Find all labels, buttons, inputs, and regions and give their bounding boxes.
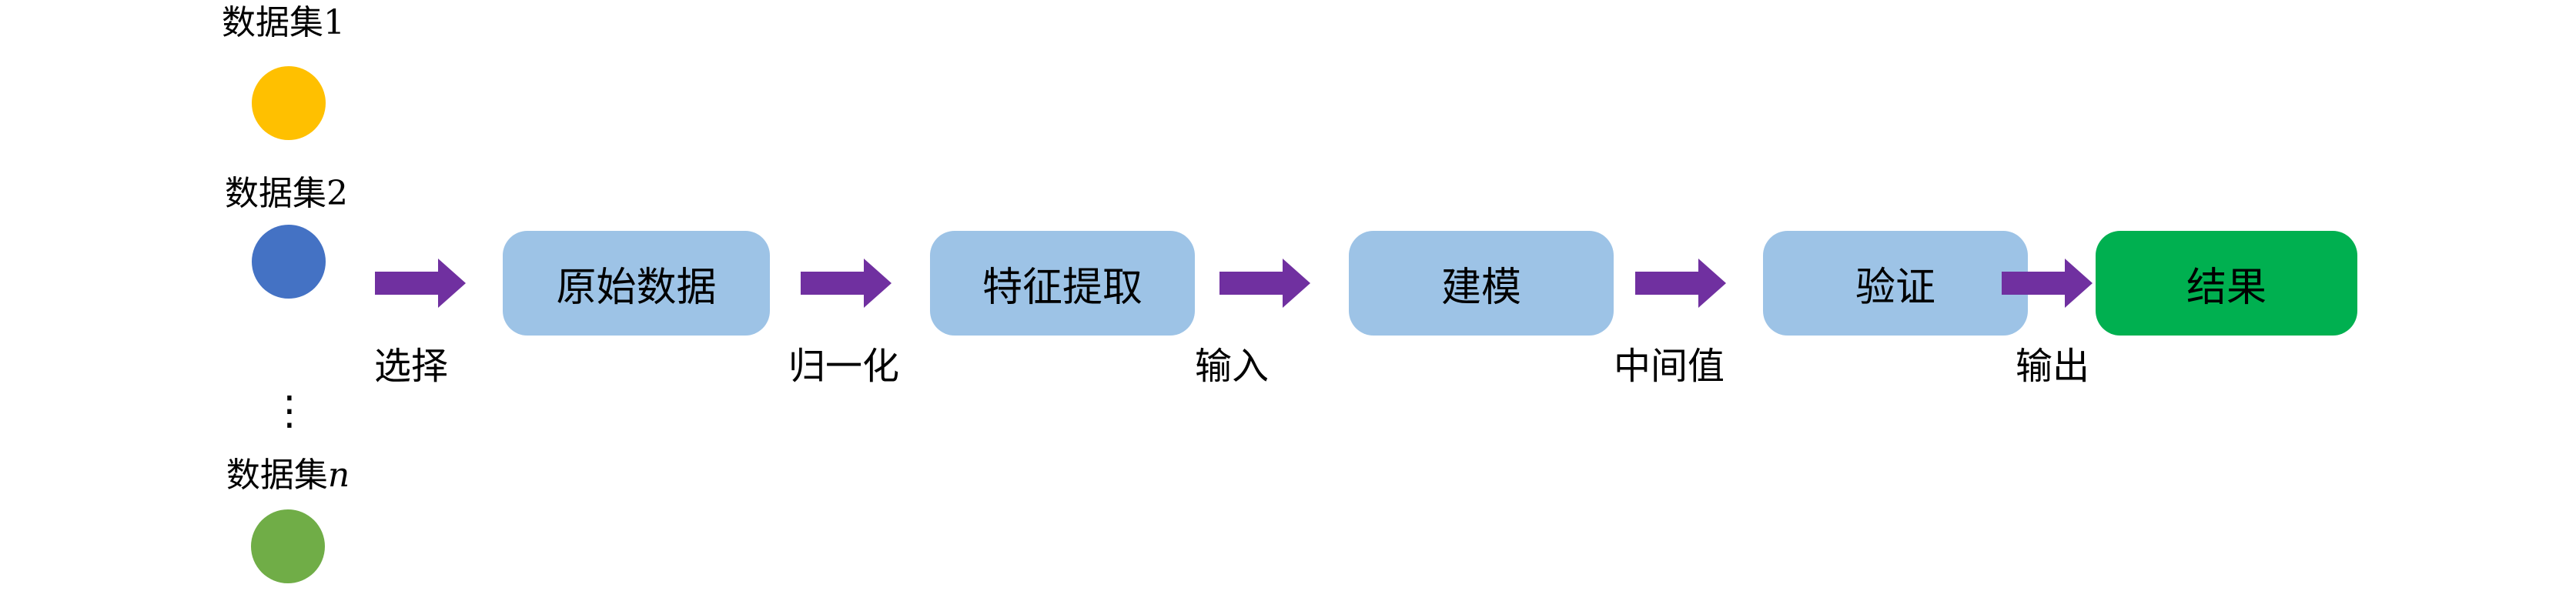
dataset-n-label: 数据集n — [226, 456, 350, 495]
dataset-n-label-prefix: 数据集 — [226, 456, 328, 495]
node-result: 结果 — [2096, 231, 2357, 336]
dataset-1-label-prefix: 数据集 — [222, 3, 323, 42]
arrow-3-label: 输入 — [1194, 345, 1270, 388]
arrow-5-label: 输出 — [2015, 345, 2090, 388]
dataset-2-label-prefix: 数据集 — [225, 174, 326, 213]
flow-arrow-2-icon — [801, 259, 892, 308]
node-modeling-label: 建模 — [1440, 264, 1521, 311]
node-feature-extraction-label: 特征提取 — [982, 264, 1142, 311]
arrow-1-label: 选择 — [373, 345, 449, 388]
node-result-label: 结果 — [2186, 264, 2267, 311]
flow-arrow-4-icon — [1635, 259, 1726, 308]
flow-arrow-1-shape — [375, 259, 466, 308]
dataset-2-label-suffix: 2 — [326, 174, 348, 213]
dataset-n-circle-icon — [251, 509, 325, 583]
node-modeling: 建模 — [1349, 231, 1614, 336]
dataset-1-label: 数据集1 — [222, 3, 345, 42]
node-feature-extraction: 特征提取 — [930, 231, 1195, 336]
arrow-2-label: 归一化 — [788, 345, 900, 388]
node-raw-data: 原始数据 — [503, 231, 770, 336]
flow-arrow-2-shape — [801, 259, 892, 308]
dataset-2-circle-icon — [252, 225, 326, 299]
flow-arrow-5-icon — [2002, 259, 2093, 308]
node-raw-data-label: 原始数据 — [556, 264, 717, 311]
flow-arrow-3-icon — [1219, 259, 1310, 308]
node-validation-label: 验证 — [1855, 264, 1935, 311]
dataset-n-label-suffix: n — [327, 456, 350, 495]
dataset-2-label: 数据集2 — [225, 175, 348, 212]
arrow-4-label: 中间值 — [1613, 345, 1725, 388]
dataset-1-circle-icon — [252, 66, 326, 140]
dataset-1-label-suffix: 1 — [323, 3, 345, 42]
flow-arrow-4-shape — [1635, 259, 1726, 308]
datasets-vertical-ellipsis: ⋮ — [269, 388, 309, 434]
flow-arrow-5-shape — [2002, 259, 2093, 308]
flow-arrow-1-icon — [375, 259, 466, 308]
node-validation: 验证 — [1763, 231, 2028, 336]
flow-arrow-3-shape — [1219, 259, 1310, 308]
